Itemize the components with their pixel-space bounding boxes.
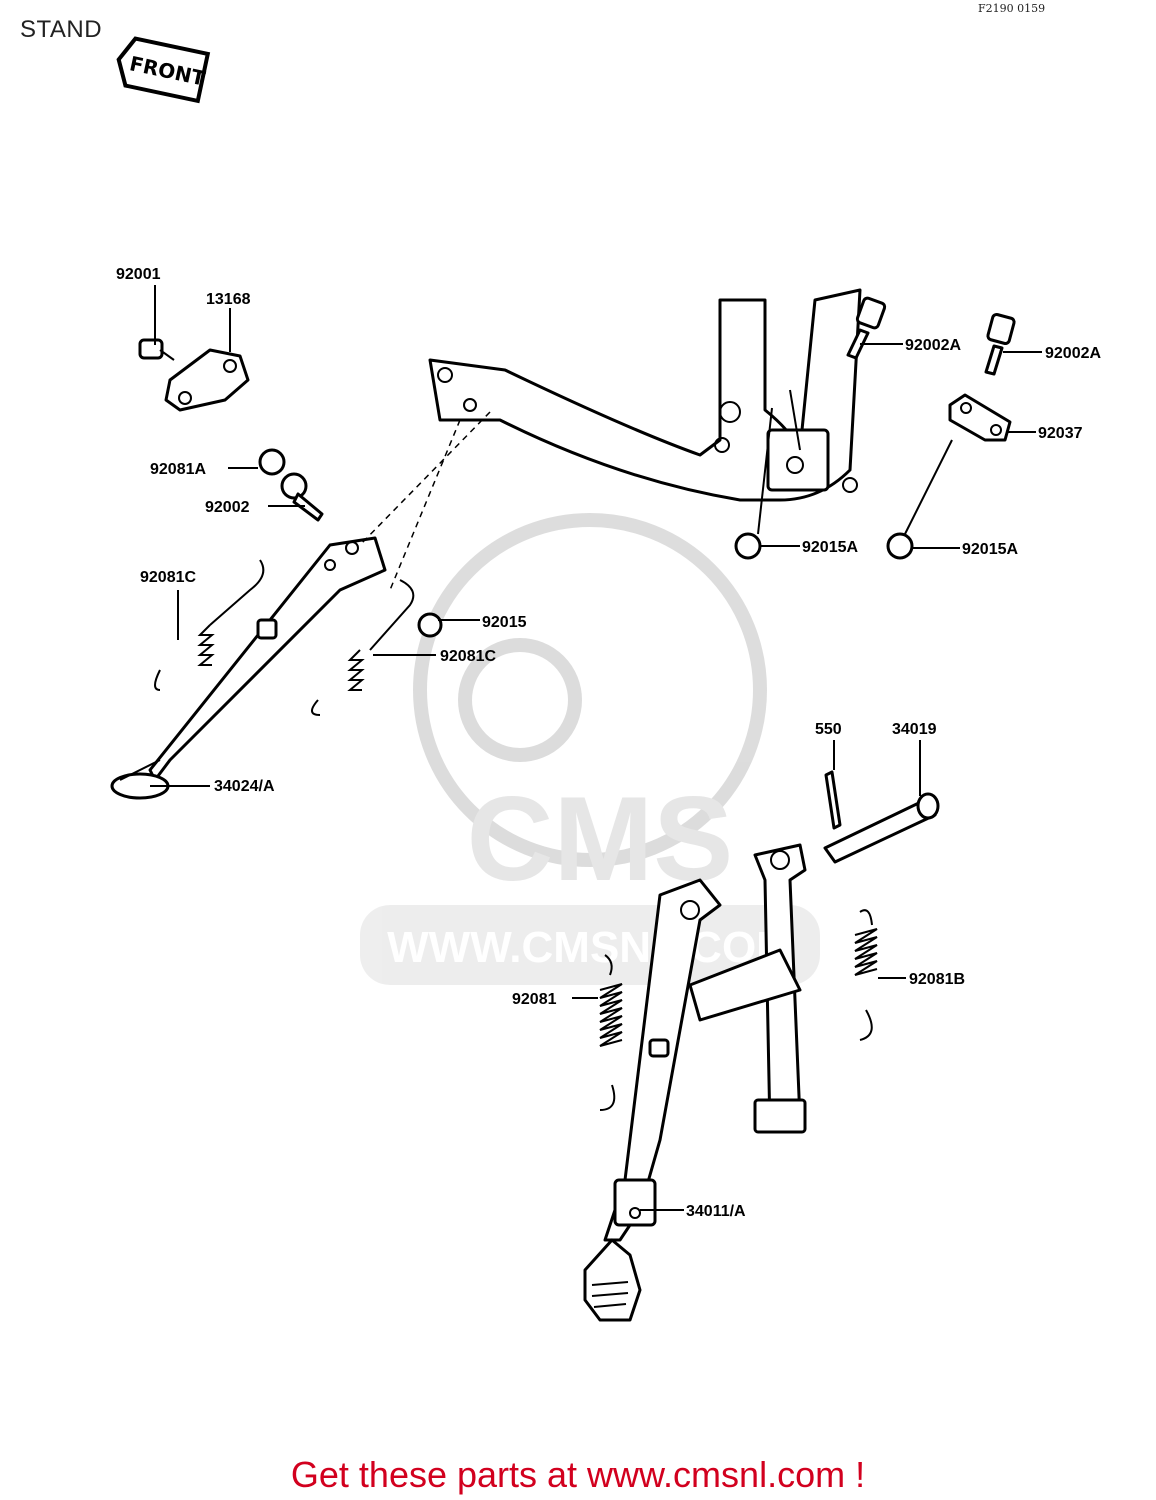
callout-34024a: 34024/A <box>214 778 275 795</box>
footer-link[interactable]: Get these parts at www.cmsnl.com ! <box>290 1454 866 1495</box>
cotter-pin-550 <box>824 770 842 830</box>
leader-lines <box>150 285 1042 1211</box>
bracket-13168 <box>164 348 250 412</box>
assembly-line-2 <box>389 419 461 591</box>
side-stand-34024 <box>110 536 387 800</box>
callout-92002: 92002 <box>205 499 250 516</box>
spring-92081c-left <box>154 559 265 691</box>
nut-92015 <box>417 612 443 638</box>
callout-92002a-2: 92002A <box>1045 345 1101 362</box>
nut-92081a <box>258 448 286 476</box>
callout-34019: 34019 <box>892 721 937 738</box>
frame-tube <box>428 288 862 502</box>
callout-92015a-2: 92015A <box>962 541 1018 558</box>
page-title: STAND <box>20 16 103 43</box>
bolt-92002a-1 <box>846 296 887 360</box>
callout-92037: 92037 <box>1038 425 1083 442</box>
spring-92081 <box>599 954 623 1111</box>
callout-92081: 92081 <box>512 991 557 1008</box>
callout-550: 550 <box>815 721 842 738</box>
assembly-line-1 <box>359 411 491 546</box>
nut-92015a-2 <box>886 532 914 560</box>
bolt-92002a-2 <box>984 312 1016 376</box>
spring-92081c-right <box>311 579 415 716</box>
callout-92001: 92001 <box>116 266 161 283</box>
callout-92081c-left: 92081C <box>140 569 196 586</box>
callout-92081a: 92081A <box>150 461 206 478</box>
cms-watermark: CMS WWW.CMSNL.COM <box>360 513 820 985</box>
main-stand-34011 <box>583 843 807 1322</box>
callout-92015: 92015 <box>482 614 527 631</box>
watermark-url: WWW.CMSNL.COM <box>387 923 793 972</box>
callout-92002a-1: 92002A <box>905 337 961 354</box>
callout-92081c-right: 92081C <box>440 648 496 665</box>
figure-code: F2190 0159 <box>978 2 1046 15</box>
shaft-34019 <box>823 792 940 864</box>
callout-92015a-1: 92015A <box>802 539 858 556</box>
callout-labels: 92001 13168 92081A 92002 92081C 92015 92… <box>116 266 1101 1220</box>
plate-92037 <box>948 393 1012 442</box>
callout-13168: 13168 <box>206 291 251 308</box>
callout-92081b: 92081B <box>909 971 965 988</box>
spring-92081b <box>854 909 878 1041</box>
front-arrow: FRONT <box>116 36 211 104</box>
bolt-92001 <box>138 338 175 361</box>
nut-92015a-1 <box>734 532 762 560</box>
callout-34011a: 34011/A <box>686 1203 746 1220</box>
bolt-92002 <box>280 472 324 522</box>
